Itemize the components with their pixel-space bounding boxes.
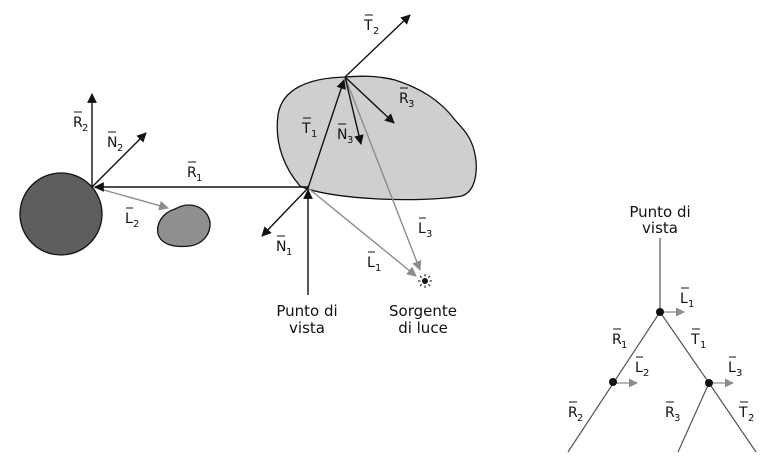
svg-text:T: T	[301, 121, 311, 137]
svg-text:2: 2	[133, 219, 139, 230]
svg-text:N: N	[107, 135, 117, 151]
svg-text:R: R	[612, 332, 622, 348]
svg-text:2: 2	[748, 413, 754, 424]
ray-l2	[92, 186, 169, 211]
label-n3: N 3	[337, 123, 353, 146]
tree-label-r1: R 1	[612, 328, 627, 351]
svg-text:1: 1	[700, 340, 706, 351]
viewpoint-label: Punto di	[276, 302, 337, 320]
tree-root-label-line2: vista	[642, 219, 678, 237]
svg-text:2: 2	[82, 123, 88, 134]
svg-text:L: L	[367, 255, 375, 271]
label-t1: T 1	[301, 117, 317, 140]
tree-label-l3: L 3	[728, 356, 742, 379]
tree-node-left	[609, 378, 617, 386]
svg-text:3: 3	[736, 368, 742, 379]
light-source-label: Sorgente	[389, 302, 457, 320]
svg-text:T: T	[738, 405, 748, 421]
svg-text:1: 1	[311, 129, 317, 140]
tree-label-l2: L 2	[635, 356, 649, 379]
tree-label-r2: R 2	[568, 401, 583, 424]
tree-node-right	[705, 379, 713, 387]
svg-text:3: 3	[408, 99, 414, 110]
svg-text:1: 1	[621, 340, 627, 351]
svg-text:T: T	[690, 332, 700, 348]
label-r2: R 2	[73, 111, 88, 134]
tree-label-t1: T 1	[690, 328, 706, 351]
tree-label-l1: L 1	[680, 287, 694, 310]
svg-text:L: L	[125, 211, 133, 227]
ray-r3	[344, 76, 395, 124]
svg-text:N: N	[276, 239, 286, 255]
normal-n3	[344, 76, 364, 145]
svg-text:L: L	[635, 360, 643, 376]
label-r3: R 3	[399, 87, 414, 110]
label-n1: N 1	[276, 235, 292, 258]
light-source-icon	[418, 274, 432, 288]
svg-text:2: 2	[117, 143, 123, 154]
svg-text:T: T	[363, 18, 373, 34]
label-n2: N 2	[107, 131, 123, 154]
svg-text:R: R	[187, 165, 197, 181]
svg-text:3: 3	[674, 413, 680, 424]
label-r1: R 1	[187, 161, 202, 184]
ray-t1	[307, 79, 346, 189]
ray-t2	[344, 14, 411, 78]
tree-root-label: Punto di	[629, 203, 690, 221]
svg-text:L: L	[680, 291, 688, 307]
svg-text:3: 3	[426, 229, 432, 240]
label-l3: L 3	[418, 217, 432, 240]
small-occluding-object	[156, 204, 211, 248]
tree-label-r3: R 3	[665, 401, 680, 424]
label-t2: T 2	[363, 14, 379, 37]
svg-text:2: 2	[373, 26, 379, 37]
ray-l1	[307, 187, 417, 277]
normal-n1	[261, 187, 309, 237]
label-l1: L 1	[367, 251, 381, 274]
viewpoint-label-line2: vista	[289, 319, 325, 337]
large-transparent-object	[276, 75, 477, 201]
tree-label-t2: T 2	[738, 401, 754, 424]
svg-text:L: L	[728, 360, 736, 376]
label-l2: L 2	[125, 207, 139, 230]
ray-tree	[567, 238, 757, 453]
svg-text:1: 1	[286, 247, 292, 258]
svg-text:3: 3	[347, 135, 353, 146]
svg-text:R: R	[665, 405, 675, 421]
ray-l3	[344, 76, 422, 271]
svg-text:N: N	[337, 127, 347, 143]
svg-text:1: 1	[196, 173, 202, 184]
svg-text:R: R	[568, 405, 578, 421]
svg-text:1: 1	[375, 263, 381, 274]
svg-text:2: 2	[577, 413, 583, 424]
normal-n2	[91, 132, 147, 188]
svg-text:L: L	[418, 221, 426, 237]
svg-text:R: R	[399, 91, 409, 107]
svg-text:R: R	[73, 115, 83, 131]
tree-node-root	[656, 308, 664, 316]
svg-text:1: 1	[688, 299, 694, 310]
svg-text:2: 2	[643, 368, 649, 379]
light-source-label-line2: di luce	[398, 319, 448, 337]
dark-sphere	[19, 172, 103, 256]
